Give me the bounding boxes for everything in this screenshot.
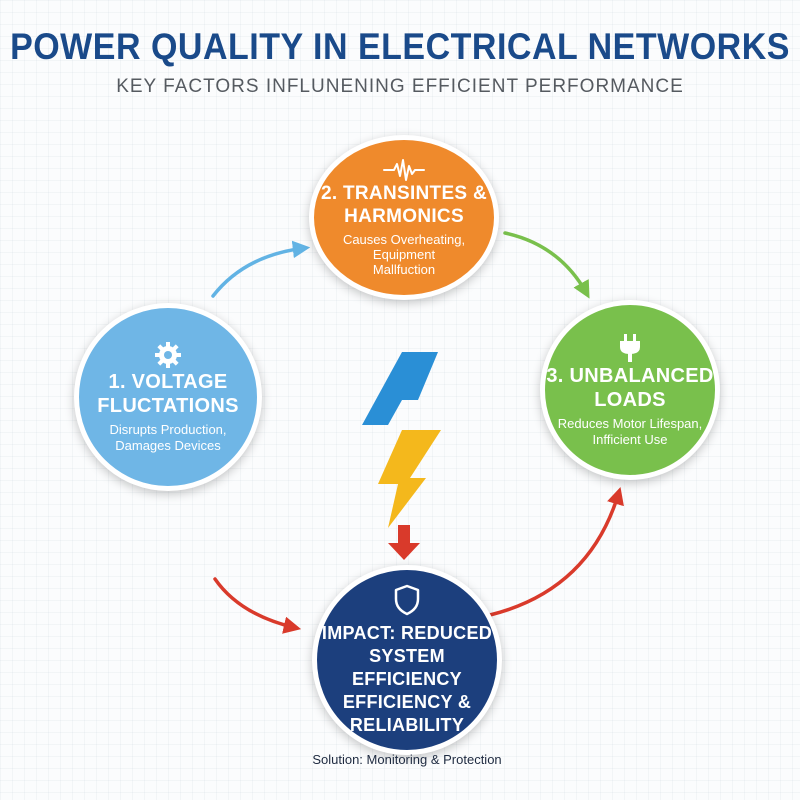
node-unbalanced-loads: 3. UNBALANCED LOADS Reduces Motor Lifesp… (540, 300, 720, 480)
node-title: 1. VOLTAGE FLUCTATIONS (97, 371, 239, 417)
node-description: Reduces Motor Lifespan, Infficient Use (557, 416, 703, 447)
arrow-impact-to-unbalanced (488, 486, 624, 617)
arrow-voltage-to-impact (213, 577, 302, 634)
gear-icon (155, 342, 181, 368)
lightning-bolt-icon (362, 352, 441, 528)
node-transients-harmonics: 2. TRANSINTES & HARMONICS Causes Overhea… (309, 135, 499, 300)
node-impact: IMPACT: REDUCED SYSTEM EFFICIENCY EFFICI… (312, 565, 502, 755)
node-voltage-fluctuations: 1. VOLTAGE FLUCTATIONS Disrupts Producti… (74, 303, 262, 491)
node-title: IMPACT: REDUCED SYSTEM EFFICIENCY EFFICI… (321, 622, 493, 735)
plug-icon (620, 334, 640, 362)
solution-caption: Solution: Monitoring & Protection (312, 752, 502, 767)
node-description: Causes Overheating, Equipment Mallfuctio… (342, 232, 466, 277)
waveform-icon (383, 159, 425, 181)
node-title: 3. UNBALANCED LOADS (546, 365, 714, 411)
page-title: POWER QUALITY IN ELECTRICAL NETWORKS (10, 26, 790, 68)
arrow-voltage-to-transients (211, 240, 311, 298)
shield-icon (394, 584, 420, 615)
page-subtitle: KEY FACTORS INFLUNENING EFFICIENT PERFOR… (116, 76, 684, 97)
down-arrow-icon (388, 525, 420, 560)
node-description: Disrupts Production, Damages Devices (109, 422, 227, 453)
arrow-transients-to-unbalanced (503, 231, 590, 299)
node-title: 2. TRANSINTES & HARMONICS (320, 183, 488, 227)
